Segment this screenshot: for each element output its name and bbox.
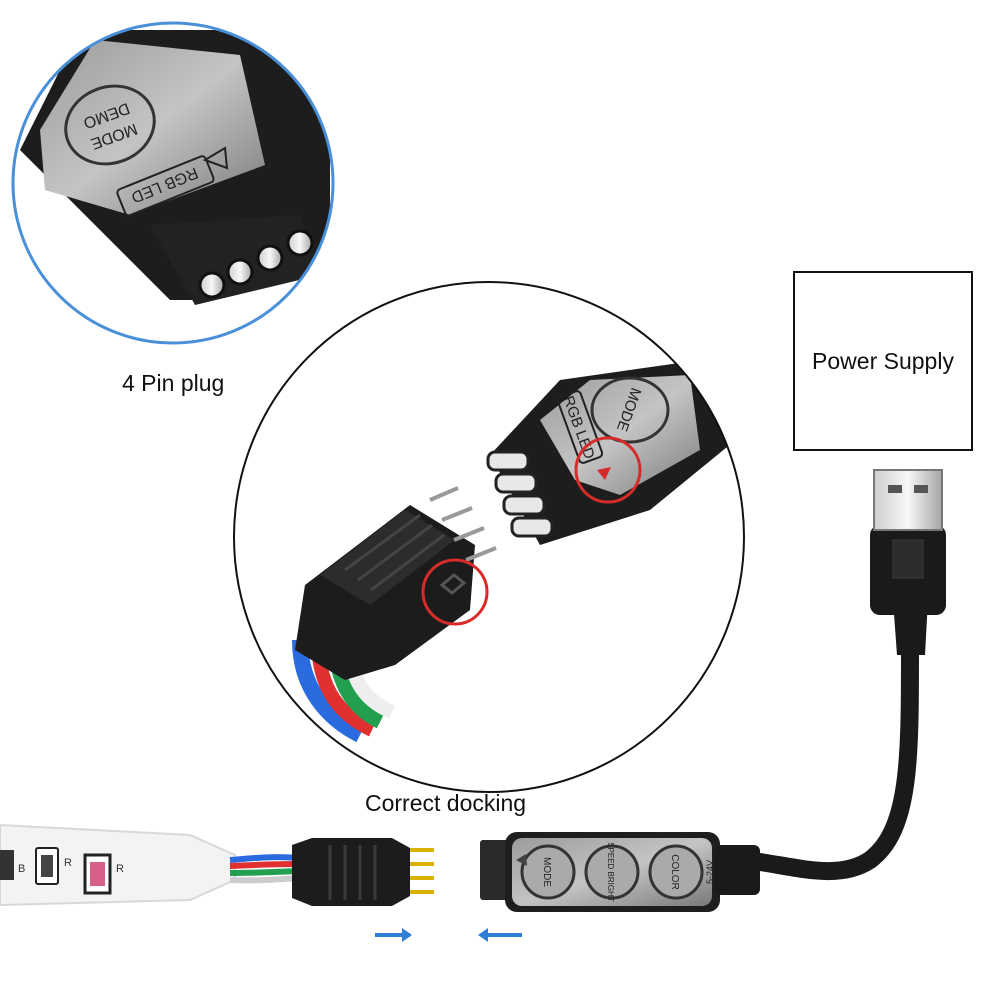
strip-label-r2: R bbox=[116, 863, 124, 875]
voltage-label: 5-24V bbox=[705, 860, 715, 884]
strip-label-b: B bbox=[18, 863, 25, 875]
usb-plug-metal bbox=[874, 470, 942, 530]
correct-docking-label: Correct docking bbox=[365, 790, 526, 817]
bottom-button-speed: SPEED BRIGHT bbox=[606, 842, 615, 902]
strip-wires bbox=[230, 857, 300, 880]
power-supply-label: Power Supply bbox=[812, 348, 954, 375]
bottom-button-mode: MODE bbox=[541, 857, 552, 887]
controller-bottom: MODE SPEED BRIGHT COLOR 5-24V bbox=[480, 832, 760, 912]
gold-pins bbox=[410, 850, 434, 892]
strip-label-r1: R bbox=[64, 857, 72, 869]
zoom-circle-4pin: MODE DEMO RGB LED bbox=[0, 0, 340, 345]
arrow-right bbox=[375, 928, 412, 942]
zoom-circle-docking: MODE RGB LED bbox=[230, 280, 760, 800]
male-connector-bottom bbox=[292, 838, 434, 906]
power-supply-box: Power Supply bbox=[793, 271, 973, 451]
arrow-left bbox=[478, 928, 522, 942]
pin-plug-label: 4 Pin plug bbox=[122, 370, 224, 397]
bottom-button-color: COLOR bbox=[669, 854, 680, 890]
led-strip: B R R bbox=[0, 825, 235, 905]
usb-cable bbox=[760, 470, 946, 871]
